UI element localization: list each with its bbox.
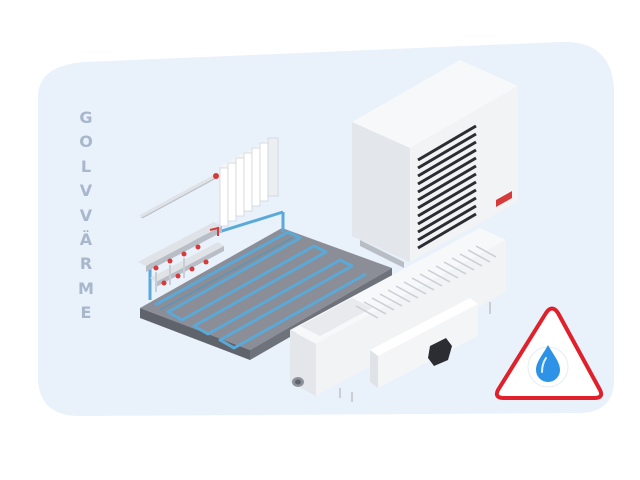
water-warning-icon [494,306,604,400]
title-letter: M [78,278,94,298]
heat-pump-icon [352,60,518,268]
convector-heater-icon [290,228,506,402]
manifold-icon [138,222,224,292]
title-letter: V [79,181,93,201]
title-letter: Ä [79,230,93,250]
radiator-icon [140,137,279,227]
title-letter: E [80,303,92,323]
title-letter: G [79,108,93,127]
title-letter: V [79,205,93,225]
title-letter: R [79,254,93,274]
title-letter: L [80,156,92,176]
title-letter: O [79,132,93,152]
